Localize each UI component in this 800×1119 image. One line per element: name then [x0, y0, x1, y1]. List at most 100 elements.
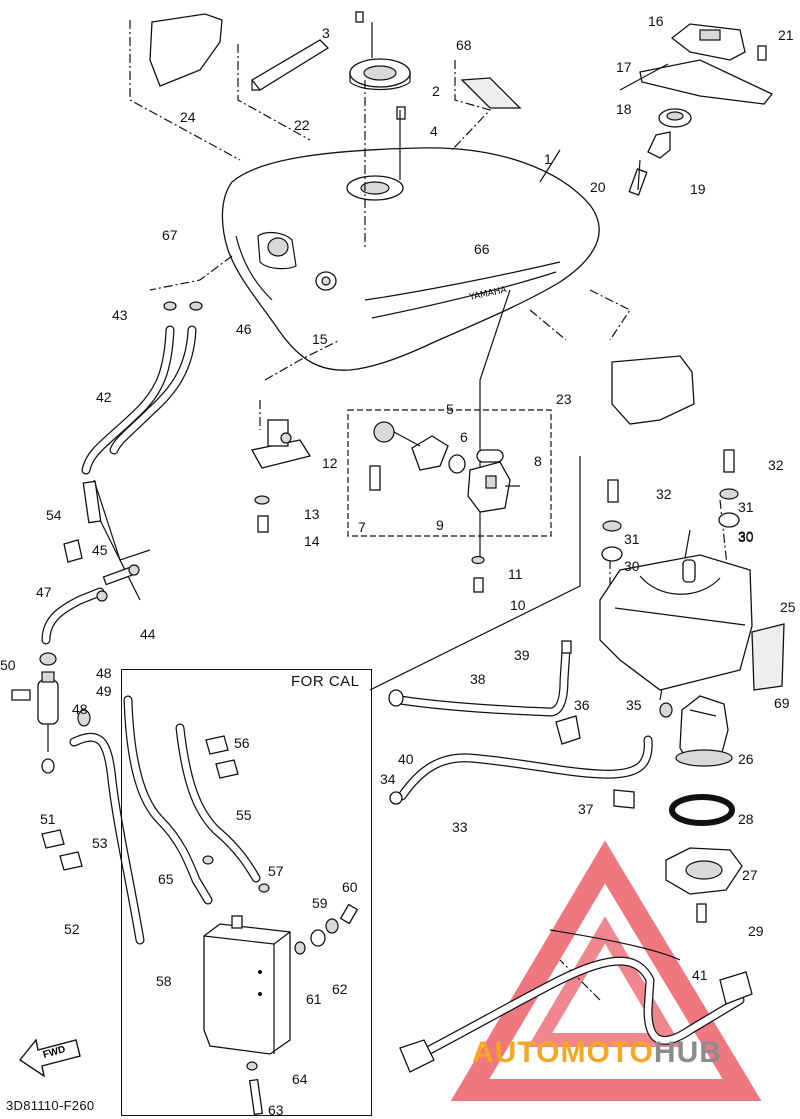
part-number-label: 12: [322, 455, 338, 471]
fuel-tank: YAMAHA: [221, 147, 600, 371]
clamp-48b: [77, 709, 91, 727]
bracket-50: [11, 689, 31, 701]
part-number-label: 32: [656, 486, 672, 502]
fuel-cap: [349, 58, 411, 91]
part-number-label: 40: [398, 751, 414, 767]
part-number-label: 55: [236, 807, 252, 823]
watermark-part2: HUB: [653, 1036, 722, 1069]
part-number-label: 43: [112, 307, 128, 323]
part-number-label: 59: [312, 895, 328, 911]
part-number-label: 34: [380, 771, 396, 787]
part-number-label: 61: [306, 991, 322, 1007]
part-number-label: 44: [140, 626, 156, 642]
part-number-label: 48: [72, 701, 88, 717]
part-labels: 1234567891011121314151617181920212223242…: [0, 13, 796, 1118]
part-number-label: 28: [738, 811, 754, 827]
for-cal-label: FOR CAL: [291, 673, 360, 690]
bolt-32a: [607, 479, 619, 503]
part-number-label: 10: [510, 597, 526, 613]
bracket-16: [670, 23, 746, 61]
part-number-label: 5: [446, 401, 454, 417]
part-number-label: 67: [162, 227, 178, 243]
case-25: [599, 554, 753, 691]
part-number-label: 8: [534, 453, 542, 469]
part-number-label: 69: [774, 695, 790, 711]
part-number-label: 26: [738, 751, 754, 767]
part-number-label: 9: [436, 517, 444, 533]
part-number-label: 64: [292, 1071, 308, 1087]
part-number-label: 13: [304, 506, 320, 522]
part-number-label: 24: [180, 109, 196, 125]
part-number-label: 32: [768, 457, 784, 473]
part-number-label: 35: [626, 697, 642, 713]
part-number-label: 38: [470, 671, 486, 687]
part-number-label: 45: [92, 542, 108, 558]
clips-57-65: [202, 855, 270, 1071]
clamp-56: [205, 735, 239, 779]
nut-30a: [601, 546, 623, 562]
bolt-32b: [723, 449, 735, 473]
clamp-36: [555, 715, 581, 745]
part-number-label: 31: [624, 531, 640, 547]
part-number-label: 6: [460, 429, 468, 445]
part-number-label: 57: [268, 863, 284, 879]
part-number-label: 48: [96, 665, 112, 681]
part-number-label: 22: [294, 117, 310, 133]
part-number-label: 11: [508, 566, 523, 582]
hose-42: [81, 325, 197, 475]
part-number-label: 50: [0, 657, 16, 673]
part-number-label: 18: [616, 101, 632, 117]
washer-11: [471, 555, 485, 565]
part-number-label: 14: [304, 533, 320, 549]
hose-47: [41, 587, 105, 645]
part-number-label: 19: [690, 181, 706, 197]
part-number-label: 25: [780, 599, 796, 615]
clamp-35: [659, 702, 673, 718]
bracket-12: [251, 419, 312, 469]
fuel-cock: [369, 421, 520, 513]
grommet-15: [315, 271, 337, 291]
label-68: [460, 77, 522, 109]
part-number-label: 58: [156, 973, 172, 989]
part-number-label: 47: [36, 584, 52, 600]
part-number-label: 56: [234, 735, 250, 751]
sheet-69: [751, 623, 785, 691]
part-number-label: 29: [748, 923, 764, 939]
part-number-label: 33: [452, 819, 468, 835]
fuel-cock-group-box: [347, 409, 552, 537]
bolt-10: [473, 577, 484, 593]
part-number-label: 60: [342, 879, 358, 895]
fuel-pump-26: [675, 695, 733, 767]
clamp-54: [63, 539, 83, 563]
fwd-arrow-icon: [18, 1038, 81, 1078]
clamp-48a: [39, 652, 57, 666]
washer-13: [254, 495, 270, 505]
part-number-label: 65: [158, 871, 174, 887]
plate-27: [665, 847, 743, 895]
cover-23: [611, 355, 695, 425]
part-number-label: 7: [358, 519, 366, 535]
part-number-label: 20: [590, 179, 606, 195]
nut-30b: [718, 512, 740, 528]
part-number-label: 15: [312, 331, 328, 347]
cal-bolts: [294, 903, 359, 955]
connector-left: [399, 1039, 435, 1073]
part-number-label: 39: [514, 647, 530, 663]
part-number-label: 62: [332, 981, 348, 997]
part-number-label: 41: [692, 967, 708, 983]
washer-31b: [719, 488, 739, 500]
watermark-logo-icon: [450, 840, 762, 1101]
part-number-label: 30: [624, 558, 640, 574]
leader-lines: [93, 20, 736, 1001]
watermark-text: AUTOMOTOHUB: [472, 1036, 722, 1070]
part-number-label: 30: [738, 528, 754, 544]
hose-52: [69, 732, 145, 945]
cal-hose-left: [123, 695, 213, 905]
part-number-label: 36: [574, 697, 590, 713]
fitting-51: [41, 758, 55, 774]
part-number-label: 68: [456, 37, 472, 53]
part-number-label: 1: [544, 151, 552, 167]
bolt-29: [696, 903, 707, 923]
part-number-label: 4: [430, 123, 438, 139]
